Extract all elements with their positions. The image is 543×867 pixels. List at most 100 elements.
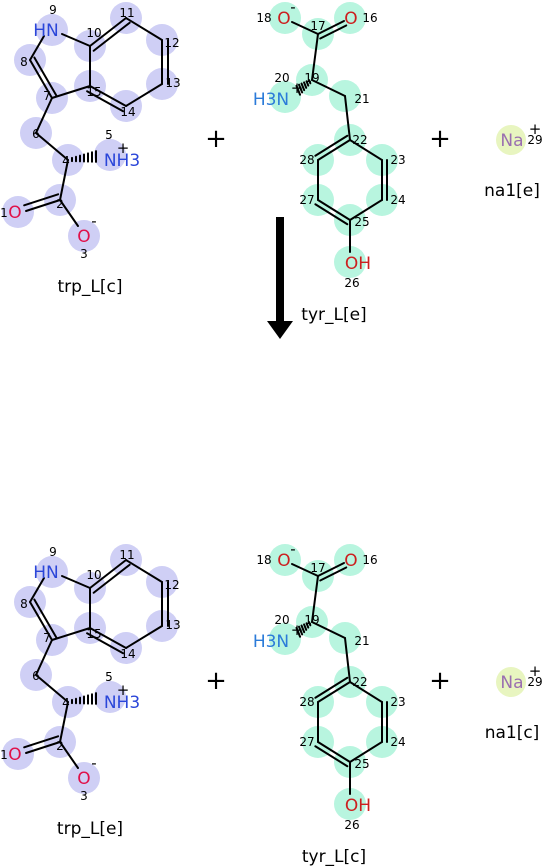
atom-index: 19 — [304, 71, 319, 85]
atom-index: 21 — [354, 634, 369, 648]
atom-label: Na — [500, 673, 523, 693]
bond — [317, 741, 351, 763]
atom-index: 18 — [256, 11, 271, 25]
bond — [317, 681, 351, 703]
atom-index: 18 — [256, 553, 271, 567]
atom-highlight — [496, 667, 526, 697]
atom-label: O — [277, 9, 290, 29]
bond — [317, 562, 345, 577]
bond-2 — [314, 745, 349, 768]
atom-highlight — [334, 246, 366, 278]
charge-label: - — [91, 212, 96, 230]
atom-highlight — [496, 125, 526, 155]
atom-index: 26 — [344, 276, 359, 290]
bond — [349, 199, 383, 221]
atom-index: 27 — [299, 193, 314, 207]
bond — [35, 97, 53, 134]
stereo-hash — [308, 621, 312, 627]
molecule-caption: trp_L[e] — [57, 819, 123, 839]
bond-2 — [86, 90, 125, 113]
bond — [125, 625, 163, 649]
stereo-hash — [300, 624, 306, 634]
atom-label: O — [77, 227, 90, 247]
bond — [291, 21, 319, 35]
bond — [59, 741, 79, 769]
bond-2 — [314, 676, 349, 699]
atom-label: O — [277, 551, 290, 571]
atom-label: OH — [345, 254, 371, 274]
charge-label: + — [291, 79, 304, 97]
bond — [125, 559, 163, 583]
bond — [311, 575, 319, 623]
bond — [29, 35, 45, 61]
charge-label: + — [529, 120, 542, 138]
atom-index: 22 — [352, 675, 367, 689]
atom-index: 6 — [32, 669, 40, 683]
bond — [349, 681, 383, 703]
bond-2 — [33, 56, 58, 97]
atom-index: 21 — [354, 92, 369, 106]
atom-index: 2 — [56, 197, 64, 211]
stereo-hash — [303, 623, 308, 631]
bond — [344, 637, 351, 683]
atom-index: 1 — [0, 748, 8, 762]
bond-2 — [92, 563, 131, 594]
atom-index: 20 — [274, 71, 289, 85]
charge-label: - — [91, 754, 96, 772]
bond-2 — [314, 134, 349, 157]
atom-index: 15 — [86, 85, 101, 99]
atom-label: O — [8, 745, 21, 765]
atom-highlight — [334, 2, 366, 34]
bond — [61, 33, 91, 47]
bond — [344, 95, 351, 141]
bond — [25, 199, 61, 212]
atom-index: 3 — [80, 789, 88, 803]
charge-label: - — [290, 0, 295, 16]
atom-index: 2 — [56, 739, 64, 753]
atom-label: H3N — [253, 90, 289, 110]
bond — [89, 85, 127, 107]
atom-highlight — [269, 2, 301, 34]
bond — [61, 575, 91, 589]
molecule-caption: na1[e] — [484, 181, 540, 201]
bond-2 — [92, 21, 131, 52]
bond — [311, 79, 346, 97]
molecule-caption: na1[c] — [485, 723, 540, 743]
bond-2 — [314, 203, 349, 226]
stereo-hash — [308, 79, 312, 85]
stereo-hash — [295, 626, 302, 638]
bond — [29, 601, 53, 641]
atom-highlight — [94, 139, 126, 171]
bond — [25, 741, 61, 754]
bond — [59, 199, 79, 227]
atom-label: O — [344, 551, 357, 571]
atom-highlight — [269, 81, 301, 113]
atom-index: 16 — [362, 553, 377, 567]
stereo-hash — [298, 625, 304, 636]
atom-index: 14 — [120, 105, 135, 119]
atom-index: 15 — [86, 627, 101, 641]
bond — [317, 139, 351, 161]
atom-label: HN — [33, 21, 59, 41]
atom-index: 4 — [62, 154, 70, 168]
bond-2 — [33, 598, 58, 639]
atom-index: 13 — [165, 618, 180, 632]
atom-label: OH — [345, 796, 371, 816]
atom-index: 5 — [105, 128, 113, 142]
arrow-head — [267, 321, 293, 339]
plus-sign: + — [429, 666, 451, 696]
atom-index: 20 — [274, 613, 289, 627]
atom-index: 6 — [32, 127, 40, 141]
atom-index: 28 — [299, 153, 314, 167]
bond — [35, 674, 69, 703]
stereo-hash — [298, 83, 304, 94]
atom-index: 4 — [62, 696, 70, 710]
atom-index: 8 — [20, 597, 28, 611]
charge-label: + — [529, 662, 542, 680]
atom-index: 11 — [119, 548, 134, 562]
charge-label: + — [117, 139, 130, 157]
atom-index: 24 — [390, 735, 405, 749]
